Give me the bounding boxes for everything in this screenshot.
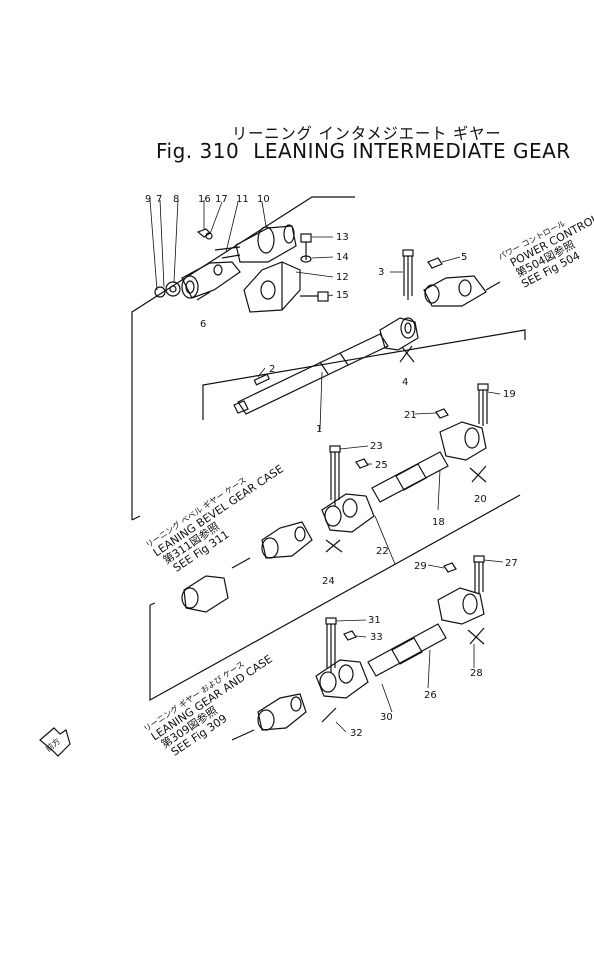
part-label-32: 32 bbox=[350, 728, 363, 739]
part-label-5: 5 bbox=[461, 252, 467, 263]
yoke-6 bbox=[181, 261, 241, 301]
shaft-1 bbox=[237, 333, 389, 415]
bolt-15 bbox=[300, 291, 329, 302]
part-label-31: 31 bbox=[368, 615, 381, 626]
part-label-22: 22 bbox=[376, 546, 389, 557]
part-label-28: 28 bbox=[470, 668, 483, 679]
note-bevel-gear-case: リーニング ベベル ギヤー ケース LEANING BEVEL GEAR CAS… bbox=[144, 462, 286, 574]
part-label-3: 3 bbox=[378, 267, 384, 278]
shaft-1-assembly bbox=[233, 249, 443, 415]
leader-lines bbox=[149, 199, 504, 733]
part-label-23: 23 bbox=[370, 441, 383, 452]
shaft-18-assembly bbox=[371, 383, 489, 503]
part-label-17: 17 bbox=[215, 194, 228, 205]
part-label-11: 11 bbox=[236, 194, 249, 205]
shaft-26 bbox=[367, 623, 447, 677]
front-mark-text: 前方 bbox=[43, 736, 62, 754]
u-joint-27 bbox=[437, 587, 485, 625]
part-label-24: 24 bbox=[322, 576, 335, 587]
lockpin-5 bbox=[427, 257, 443, 269]
bevel-gear-case-yoke bbox=[181, 521, 313, 613]
pin-23 bbox=[329, 445, 341, 453]
part-label-8: 8 bbox=[173, 194, 179, 205]
part-label-18: 18 bbox=[432, 517, 445, 528]
bracket-12 bbox=[243, 261, 301, 313]
part-label-15: 15 bbox=[336, 290, 349, 301]
part-label-6: 6 bbox=[200, 319, 206, 330]
part-label-14: 14 bbox=[336, 252, 349, 263]
gear-case-yoke bbox=[231, 693, 307, 741]
u-joint-22 bbox=[321, 445, 375, 553]
lockpin-29 bbox=[443, 562, 457, 573]
part-label-33: 33 bbox=[370, 632, 383, 643]
u-joint-19 bbox=[439, 421, 487, 461]
figure-title-text: LEANING INTERMEDIATE GEAR bbox=[253, 139, 571, 163]
shaft-11 bbox=[214, 246, 241, 251]
part-label-25: 25 bbox=[375, 460, 388, 471]
lockpin-25 bbox=[355, 458, 369, 469]
pin-31 bbox=[325, 617, 337, 625]
part-label-21: 21 bbox=[404, 410, 417, 421]
part-label-29: 29 bbox=[414, 561, 427, 572]
key-2 bbox=[253, 373, 270, 386]
part-label-20: 20 bbox=[474, 494, 487, 505]
nut-9 bbox=[154, 286, 166, 298]
part-label-30: 30 bbox=[380, 712, 393, 723]
pin-17 bbox=[205, 232, 213, 240]
figure-number: Fig. 310 bbox=[156, 139, 240, 163]
note-power-control: パワー コントロール POWER CONTROL 第504図参照 SEE Fig… bbox=[497, 212, 594, 291]
part-label-7: 7 bbox=[156, 194, 162, 205]
part-label-27: 27 bbox=[505, 558, 518, 569]
bolt-13 bbox=[300, 233, 312, 260]
pin-4 bbox=[399, 345, 413, 363]
part-label-2: 2 bbox=[269, 364, 275, 375]
note-gear-and-case: リーニング ギヤー および ケース LEANING GEAR AND CASE … bbox=[142, 652, 275, 758]
part-label-9: 9 bbox=[145, 194, 151, 205]
part-label-1: 1 bbox=[316, 424, 322, 435]
upper-yoke-assembly bbox=[154, 224, 329, 313]
washer-8 bbox=[165, 281, 181, 297]
front-arrow-icon bbox=[39, 727, 71, 757]
part-label-19: 19 bbox=[503, 389, 516, 400]
part-label-26: 26 bbox=[424, 690, 437, 701]
lockpin-21 bbox=[435, 408, 449, 419]
part-label-10: 10 bbox=[257, 194, 270, 205]
pin-27 bbox=[473, 555, 485, 563]
pin-32 bbox=[321, 707, 337, 723]
part-label-16: 16 bbox=[198, 194, 211, 205]
washer-14 bbox=[300, 255, 312, 263]
pin-3 bbox=[402, 249, 414, 257]
part-labels: 9 7 8 16 17 11 10 13 14 12 15 6 3 5 2 4 … bbox=[145, 194, 518, 739]
pin-24 bbox=[325, 539, 341, 553]
bearing-housing-10 bbox=[214, 224, 297, 263]
power-control-yoke bbox=[423, 275, 501, 307]
u-joint-30 bbox=[315, 617, 369, 723]
lockpin-33 bbox=[343, 630, 357, 641]
shaft-26-assembly bbox=[367, 555, 485, 677]
part-label-13: 13 bbox=[336, 232, 349, 243]
part-label-4: 4 bbox=[402, 377, 408, 388]
u-joint-upper bbox=[379, 317, 419, 351]
pin-19 bbox=[477, 383, 489, 391]
figure-title: Fig. 310 LEANING INTERMEDIATE GEAR bbox=[156, 139, 571, 163]
part-label-12: 12 bbox=[336, 272, 349, 283]
title-japanese: リーニング インタメジエート ギヤー bbox=[232, 124, 502, 143]
